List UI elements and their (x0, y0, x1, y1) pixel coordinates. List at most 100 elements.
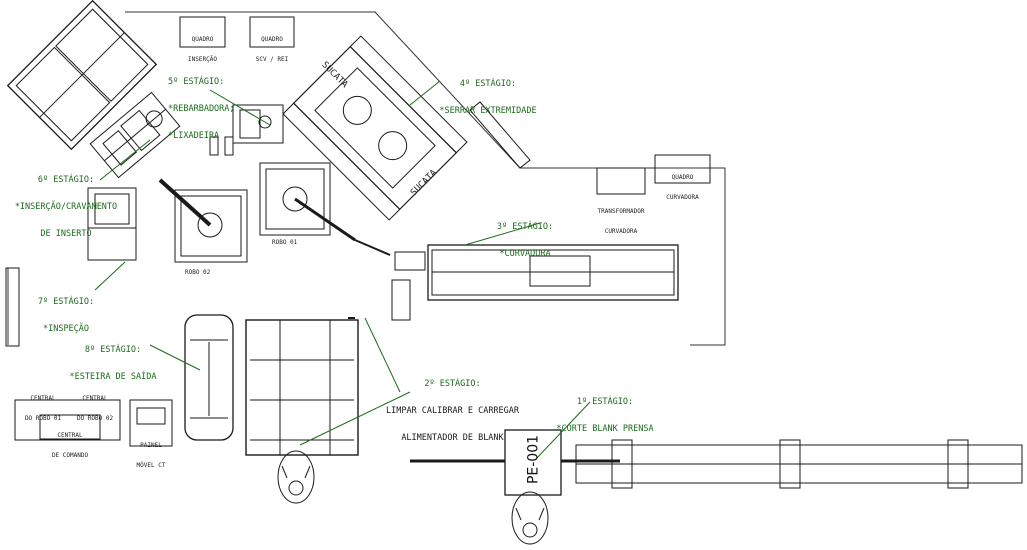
operator-press (511, 491, 549, 545)
bender-feed (394, 251, 426, 271)
coil-support-3 (947, 439, 969, 489)
stage2-label: 2º ESTÁGIO: LIMPAR CALIBRAR E CARREGAR A… (385, 362, 520, 452)
central-comando-label: CENTRAL DE COMANDO (40, 420, 100, 466)
control-centers (14, 399, 121, 441)
quadro-scv-label: QUADRO SCV / REI (250, 24, 294, 70)
stage1-label: 1º ESTÁGIO: *CORTE BLANK PRENSA (555, 380, 655, 443)
stage1-title: 1º ESTÁGIO: (576, 397, 634, 407)
stage7-title: 7º ESTÁGIO: (37, 297, 95, 307)
central-comando-box (39, 414, 101, 440)
stage3-desc: *CURVADORA (499, 249, 551, 259)
stage7-label: 7º ESTÁGIO: *INSPEÇÃO (36, 280, 96, 343)
exit-conveyor (184, 314, 234, 441)
leader-s2 (299, 391, 411, 446)
transformador-label: TRANSFORMADOR CURVADORA (590, 196, 652, 242)
central-comando-line1: CENTRAL (57, 432, 83, 439)
blank-feeder (245, 319, 359, 456)
quadro-insercao-line2: INSERÇÃO (188, 55, 217, 63)
stage3-label: 3º ESTÁGIO: *CURVADORA (490, 205, 560, 268)
quadro-curvadora-line1: QUADRO (671, 174, 694, 181)
stage5-title: 5º ESTÁGIO: (168, 77, 225, 87)
painel-movel-line1: PAINEL (140, 442, 162, 449)
robo01-joint (282, 186, 308, 212)
inserting-table (6, 0, 158, 151)
stage5-desc1: *REBARBADORA; (168, 104, 235, 114)
central-robo02-line2: DO ROBO 02 (76, 414, 114, 422)
inspection-top (94, 193, 130, 225)
quadro-insercao-label: QUADRO INSERÇÃO (180, 24, 225, 70)
stage2-title: 2º ESTÁGIO: (424, 379, 481, 389)
bender-discharge (391, 279, 411, 321)
inspection-table (87, 187, 137, 261)
deburring-wheel (258, 115, 272, 129)
robo02-cell (174, 189, 248, 263)
support-right (224, 136, 234, 156)
quadro-scv-box (249, 16, 295, 48)
leader-s3 (464, 222, 541, 246)
bender-frame (427, 244, 679, 301)
quadro-scv-line1: QUADRO (261, 36, 283, 43)
painel-movel-box (129, 399, 173, 447)
quadro-curvadora-box (654, 154, 711, 184)
transformador-line2: CURVADORA (604, 227, 638, 235)
stage8-label: 8º ESTÁGIO: *ESTEIRA DE SAÍDA (68, 328, 158, 391)
central-comando-line2: DE COMANDO (51, 451, 89, 459)
painel-movel-label: PAINEL MÓVEL CT (130, 430, 172, 476)
deburring-detail (239, 109, 261, 139)
painel-movel-line2: MÓVEL CT (136, 461, 166, 469)
quadro-insercao-line1: QUADRO (191, 36, 214, 43)
robo02-base (180, 195, 242, 257)
stage2-desc2: ALIMENTADOR DE BLANK (401, 433, 504, 443)
central-robo01-line2: DO ROBO 01 (24, 414, 62, 422)
support-left (209, 136, 219, 156)
central-robo01-line1: CENTRAL (30, 395, 56, 402)
stage8-title: 8º ESTÁGIO: (84, 345, 142, 355)
stage5-desc2: *LIXADEIRA (168, 131, 220, 141)
stage6-label: 6º ESTÁGIO: *INSERÇÃO/CRAVAMENTO DE INSE… (12, 158, 120, 248)
stage3-title: 3º ESTÁGIO: (496, 222, 554, 232)
central-robo02-label: CENTRAL DO ROBO 02 (70, 383, 120, 429)
transformador-box (596, 167, 646, 195)
robo02-arm (158, 178, 212, 227)
coil-support-2 (779, 439, 801, 489)
stage4-label: 4º ESTÁGIO: *SERRAR EXTREMIDADE (438, 62, 538, 125)
stage4-title: 4º ESTÁGIO: (459, 79, 517, 89)
stage7-desc: *INSPEÇÃO (42, 324, 90, 334)
leader-s5 (209, 89, 271, 126)
saw-station (282, 35, 468, 221)
operator-feeder (277, 450, 315, 504)
leader-s6 (99, 139, 151, 181)
stage2-desc1: LIMPAR CALIBRAR E CARREGAR (385, 406, 520, 416)
robo01-cell (259, 162, 331, 236)
stage5-label: 5º ESTÁGIO: *REBARBADORA; *LIXADEIRA (168, 60, 235, 150)
leader-s7 (94, 261, 126, 291)
transformador-line1: TRANSFORMADOR (597, 208, 645, 215)
painel-screen (136, 407, 166, 425)
robo02-joint (197, 212, 223, 238)
quadro-insercao-box (179, 16, 226, 48)
coil-support-1 (611, 439, 633, 489)
stage6-title: 6º ESTÁGIO: (37, 175, 95, 185)
robo02-label: ROBO 02 (185, 269, 211, 276)
central-robo01-label: CENTRAL DO ROBO 01 (18, 383, 68, 429)
bender-head (529, 255, 591, 287)
leader-s4 (409, 80, 441, 106)
stage8-desc: *ESTEIRA DE SAÍDA (69, 372, 157, 382)
leader-s2b (364, 317, 401, 393)
stage6-desc2: DE INSERTO (40, 229, 92, 239)
wall-segment-right (469, 101, 531, 169)
leader-s1 (534, 401, 591, 461)
robo01-label: ROBO 01 (272, 239, 298, 246)
deburring-station (232, 104, 284, 144)
quadro-scv-line2: SCV / REI (255, 55, 289, 63)
central-robo02-line1: CENTRAL (82, 395, 108, 402)
stage6-desc1: *INSERÇÃO/CRAVAMENTO (14, 202, 118, 212)
quadro-curvadora-line2: CURVADORA (666, 193, 699, 201)
stage4-desc: *SERRAR EXTREMIDADE (439, 106, 537, 116)
stage1-desc: *CORTE BLANK PRENSA (556, 424, 654, 434)
insertion-machine (89, 91, 181, 179)
wall-segment-left (5, 267, 20, 347)
robo01-tool (354, 239, 391, 256)
press-label: PE-001 (525, 434, 542, 485)
